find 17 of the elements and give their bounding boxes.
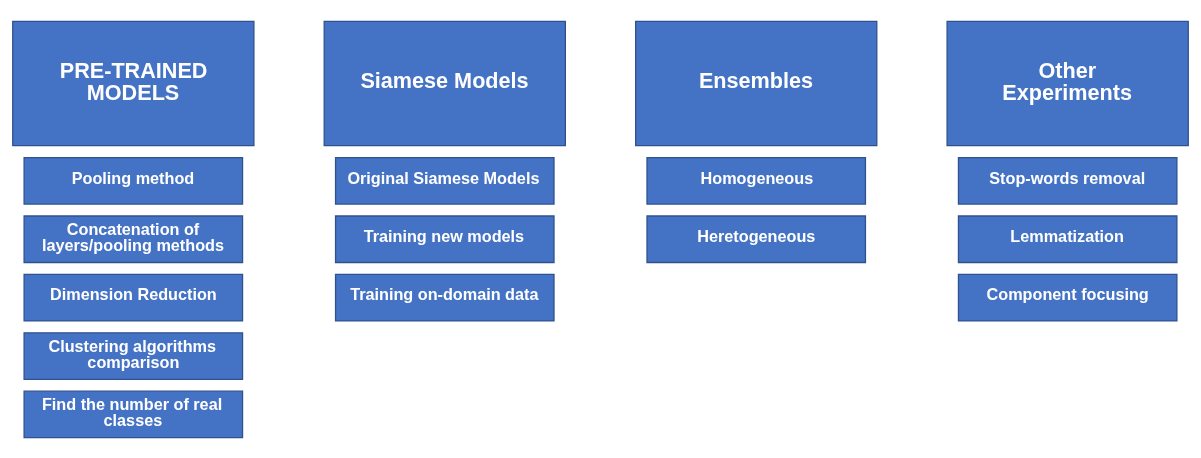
node-box: Other Experiments [946,20,1189,146]
node-box: Stop-words removal [957,156,1178,205]
node-box: PRE-TRAINED MODELS [12,20,255,146]
node-box: Pooling method [23,156,244,205]
node-box: Concatenation of layers/pooling methods [23,214,244,263]
node-box: Clustering algorithms comparison [23,331,244,380]
node-box: Component focusing [957,273,1178,322]
node-box: Training on-domain data [334,273,555,322]
node-box: Homogeneous [646,156,867,205]
node-box: Ensembles [635,20,878,146]
node-box: Training new models [334,214,555,263]
node-box: Dimension Reduction [23,273,244,322]
node-box: Siamese Models [323,20,566,146]
node-box: Original Siamese Models [334,156,555,205]
node-box: Find the number of real classes [23,390,244,438]
node-box: Lemmatization [957,214,1178,263]
node-box: Heretogeneous [646,214,867,263]
